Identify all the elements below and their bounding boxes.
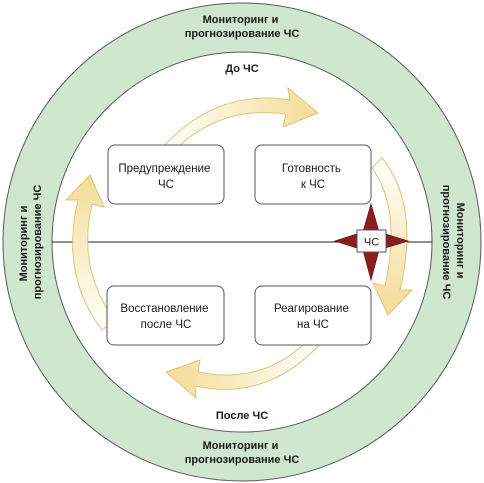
event-label-box <box>356 229 387 253</box>
phase-after-label: После ЧС <box>216 410 268 422</box>
event-label: ЧС <box>364 237 379 249</box>
box-recovery-label: Восстановление после ЧС <box>120 303 211 331</box>
ring-label-right: Мониторинг и прогнозирование ЧС <box>440 185 466 300</box>
cycle-arrow-bottom <box>165 341 324 400</box>
cycle-arrow-left <box>64 174 116 331</box>
ring-label-left: Мониторинг и прогнозирование ЧС <box>18 185 44 300</box>
box-warning <box>107 144 225 205</box>
box-readiness <box>254 144 372 205</box>
ring-label-bottom: Мониторинг и прогнозирование ЧС <box>185 440 300 466</box>
box-response <box>254 285 372 346</box>
box-readiness-label: Готовность к ЧС <box>282 163 344 191</box>
emergency-event-marker: ЧС <box>333 202 410 282</box>
phase-before-label: До ЧС <box>225 63 258 75</box>
box-warning-label: Предупреждение ЧС <box>118 163 213 191</box>
ring-label-top: Мониторинг и прогнозирование ЧС <box>185 14 300 40</box>
cycle-arrow-top <box>158 86 319 151</box>
box-recovery <box>106 285 225 346</box>
box-response-label: Реагирование на ЧС <box>274 303 352 331</box>
